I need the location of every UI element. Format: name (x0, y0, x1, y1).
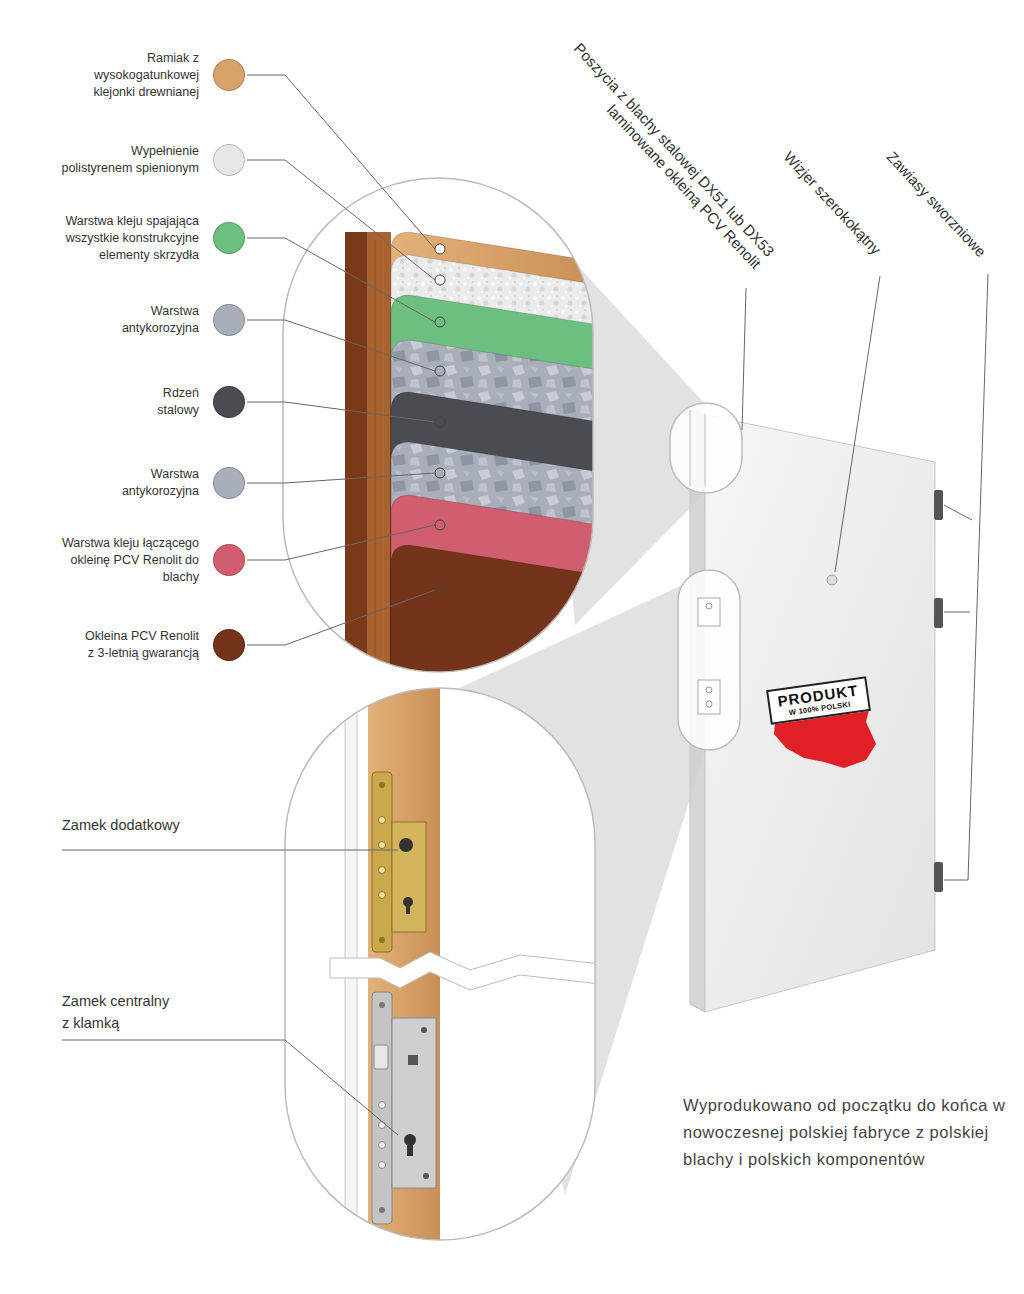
legend-label: Rdzeń stalowy (149, 385, 199, 419)
legend-label: Okleina PCV Renolit z 3-letnią gwarancją (81, 628, 199, 662)
leader-lines (62, 75, 988, 1135)
detail-markers (670, 403, 742, 750)
door-skin-label: Poszycia z blachy stalowej DX51 lub DX53… (554, 36, 778, 273)
color-swatch (213, 304, 245, 336)
legend-label: Warstwa kleju łączącego okleinę PCV Reno… (49, 535, 199, 586)
peephole (827, 575, 837, 585)
lock-label: Zamek centralny z klamką (62, 990, 178, 1034)
color-swatch (213, 59, 245, 91)
color-swatch (213, 144, 245, 176)
color-swatch (213, 629, 245, 661)
legend-label: Warstwa antykorozyjna (114, 303, 199, 337)
lock-cutaway (285, 680, 610, 1260)
legend-label: Ramiak z wysokogatunkowej klejonki drewn… (81, 50, 199, 101)
hinge (934, 598, 943, 628)
lock-label: Zamek dodatkowy (62, 816, 180, 834)
legend-label: Wypełnienie polistyrenem spienionym (59, 143, 199, 177)
color-swatch (213, 222, 245, 254)
color-swatch (213, 544, 245, 576)
color-swatch (213, 386, 245, 418)
leader-dots (435, 244, 445, 595)
color-swatch (213, 467, 245, 499)
hinge (934, 490, 943, 520)
production-note: Wyprodukowano od początku do końca w now… (683, 1092, 1011, 1173)
legend-label: Warstwa antykorozyjna (114, 466, 199, 500)
hinge-label: Zawiasy sworzniowe (883, 148, 990, 261)
hinge (934, 862, 943, 892)
layer-cutaway (283, 178, 600, 710)
peephole-label: Wizjer szerokokątny (780, 148, 885, 258)
legend-label: Warstwa kleju spajająca wszystkie konstr… (49, 213, 199, 264)
